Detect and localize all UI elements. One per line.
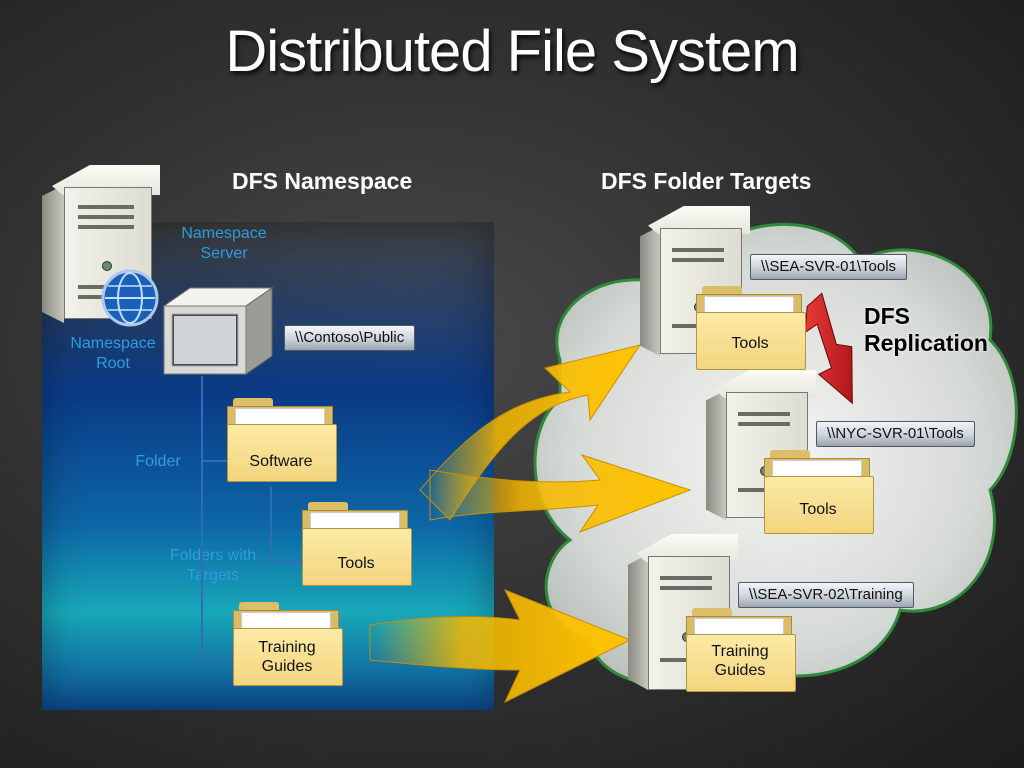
dfs-folder-targets-heading: DFS Folder Targets <box>601 168 812 194</box>
path-sea-svr-02: \\SEA-SVR-02\Training <box>738 582 914 608</box>
tree-branch-tools <box>270 560 304 562</box>
target-folder-sea-svr-02: Training Guides <box>686 608 796 692</box>
target-folder-nyc-svr-01: Tools <box>764 450 874 534</box>
replication-arrow <box>804 292 853 405</box>
tree-branch-software <box>201 460 231 462</box>
path-nyc-svr-01: \\NYC-SVR-01\Tools <box>816 421 975 447</box>
folder-software: Software <box>227 398 337 482</box>
namespace-path-box: \\Contoso\Public <box>284 325 416 351</box>
target-folder-nyc-svr-01-label: Tools <box>799 501 837 518</box>
tree-subtrunk-line <box>270 487 272 562</box>
namespace-root-icon <box>162 287 274 375</box>
target-folder-sea-svr-02-label: Training Guides <box>711 643 769 679</box>
dfs-replication-label: DFS Replication <box>864 303 988 356</box>
folders-with-targets-label: Folders with Targets <box>169 547 257 584</box>
target-folder-sea-svr-01-label: Tools <box>731 335 769 352</box>
target-folder-sea-svr-01: Tools <box>696 286 806 370</box>
namespace-server-label: Namespace Server <box>181 225 267 262</box>
arrow-to-sea-svr-02 <box>369 589 632 704</box>
slide-title: Distributed File System <box>225 19 799 84</box>
arrow-to-nyc-svr-01 <box>429 454 692 534</box>
namespace-root-label: Namespace Root <box>70 335 156 372</box>
folder-tools: Tools <box>302 502 412 586</box>
folder-tools-label: Tools <box>337 555 375 572</box>
folder-software-label: Software <box>249 453 313 470</box>
tree-branch-training <box>201 658 235 660</box>
folder-training-guides: Training Guides <box>233 602 343 686</box>
folder-training-guides-label: Training Guides <box>258 639 316 675</box>
dfs-namespace-heading: DFS Namespace <box>232 168 413 194</box>
tree-trunk-line <box>201 376 203 660</box>
path-sea-svr-01: \\SEA-SVR-01\Tools <box>750 254 908 280</box>
folder-label: Folder <box>135 453 181 470</box>
globe-icon <box>101 269 159 327</box>
